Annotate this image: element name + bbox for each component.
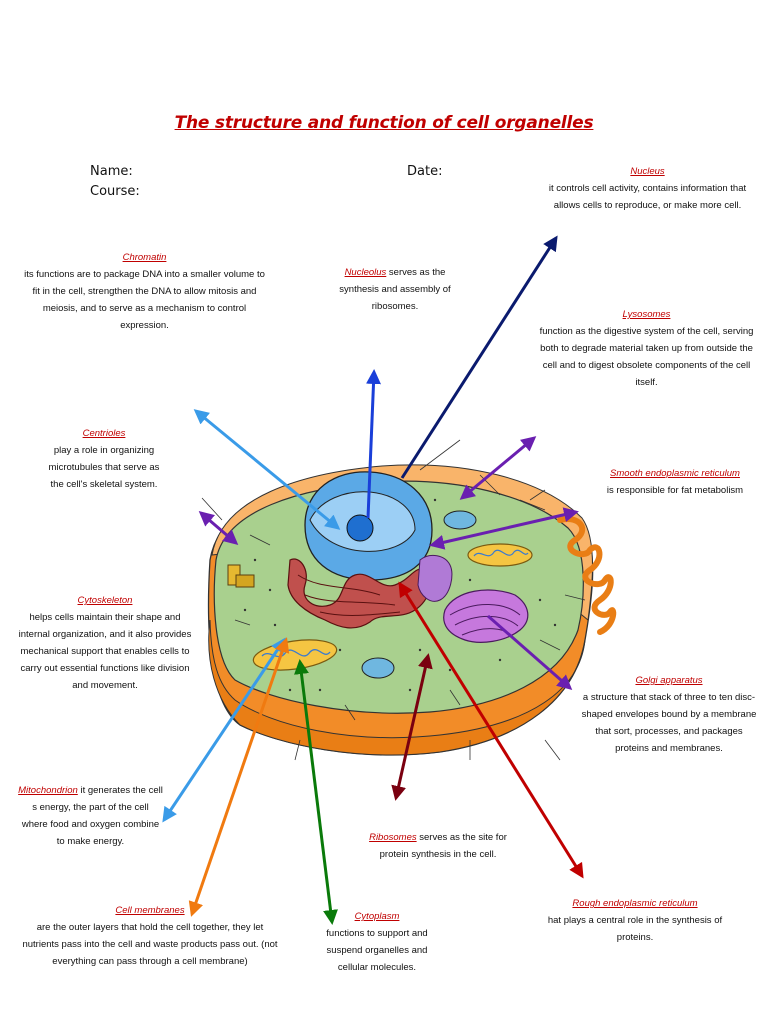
label-chromatin-title: Chromatin xyxy=(122,252,167,263)
label-nucleolus: Nucleolus serves as the synthesis and as… xyxy=(335,264,455,315)
label-chromatin: Chromatin its functions are to package D… xyxy=(22,249,267,334)
label-centrioles-text: play a role in organizing microtubules t… xyxy=(48,445,160,490)
label-mitochondrion-title: Mitochondrion xyxy=(18,785,78,796)
nucleolus-shape xyxy=(346,514,374,542)
label-mitochondrion-text: it generates the cell s energy, the part… xyxy=(21,785,163,847)
mitochondrion-cristae-2 xyxy=(473,549,529,557)
page-title: The structure and function of cell organ… xyxy=(174,113,594,133)
arrow-smooth-er xyxy=(429,507,579,550)
label-cytoplasm-text: functions to support and suspend organel… xyxy=(326,928,428,973)
label-rough-er: Rough endoplasmic reticulum hat plays a … xyxy=(530,895,740,946)
date-label: Date: xyxy=(407,164,443,179)
label-golgi: Golgi apparatus a structure that stack o… xyxy=(580,672,758,757)
label-nucleolus-text: serves as the synthesis and assembly of … xyxy=(339,267,451,312)
label-nucleolus-title: Nucleolus xyxy=(344,267,387,278)
label-nucleus-title: Nucleus xyxy=(630,166,665,177)
arrow-nucleus xyxy=(400,235,558,479)
label-smooth-er-text: is responsible for fat metabolism xyxy=(606,485,744,496)
arrow-nucleolus xyxy=(366,369,382,519)
label-lysosomes-text: function as the digestive system of the … xyxy=(539,326,754,388)
label-mitochondrion: Mitochondrion it generates the cell s en… xyxy=(18,782,163,850)
rough-er-folds xyxy=(297,574,401,616)
label-cell-membranes: Cell membranes are the outer layers that… xyxy=(20,902,280,970)
rough-er-shape xyxy=(287,558,431,629)
arrow-centrioles xyxy=(198,511,239,545)
label-cell-membranes-text: are the outer layers that hold the cell … xyxy=(22,922,278,967)
label-smooth-er: Smooth endoplasmic reticulum is responsi… xyxy=(600,465,750,499)
label-cell-membranes-title: Cell membranes xyxy=(115,905,185,916)
arrow-cell-membranes xyxy=(188,637,290,917)
label-centrioles-title: Centrioles xyxy=(82,428,126,439)
label-rough-er-title: Rough endoplasmic reticulum xyxy=(572,898,698,909)
label-lysosomes-title: Lysosomes xyxy=(622,309,671,320)
label-cytoplasm-title: Cytoplasm xyxy=(354,911,400,922)
vesicle-shape xyxy=(443,510,477,530)
arrow-rough-er xyxy=(398,581,584,879)
label-ribosomes: Ribosomes serves as the site for protein… xyxy=(358,829,518,863)
label-centrioles: Centrioles play a role in organizing mic… xyxy=(44,425,164,493)
course-label: Course: xyxy=(90,184,140,199)
centrioles-shape xyxy=(227,564,255,588)
label-lysosomes: Lysosomes function as the digestive syst… xyxy=(534,306,759,391)
name-label: Name: xyxy=(90,164,133,179)
label-golgi-text: a structure that stack of three to ten d… xyxy=(581,692,757,754)
arrow-lysosomes xyxy=(459,436,537,500)
label-cytoskeleton-title: Cytoskeleton xyxy=(77,595,133,606)
label-golgi-title: Golgi apparatus xyxy=(635,675,703,686)
label-chromatin-text: its functions are to package DNA into a … xyxy=(24,269,265,331)
label-rough-er-text: hat plays a central role in the synthesi… xyxy=(547,915,723,943)
label-cytoskeleton: Cytoskeleton helps cells maintain their … xyxy=(15,592,195,694)
label-ribosomes-title: Ribosomes xyxy=(369,832,417,843)
mitochondrion-shape-2 xyxy=(467,543,533,567)
arrow-chromatin xyxy=(193,409,341,530)
vesicle-shape-2 xyxy=(361,657,395,679)
label-cytoskeleton-text: helps cells maintain their shape and int… xyxy=(18,612,192,691)
label-ribosomes-text: serves as the site for protein synthesis… xyxy=(379,832,507,860)
arrow-cytoplasm xyxy=(294,659,338,925)
label-nucleus: Nucleus it controls cell activity, conta… xyxy=(540,163,755,214)
label-nucleus-text: it controls cell activity, contains info… xyxy=(548,183,747,211)
label-smooth-er-title: Smooth endoplasmic reticulum xyxy=(610,468,740,479)
label-cytoplasm: Cytoplasm functions to support and suspe… xyxy=(312,908,442,976)
